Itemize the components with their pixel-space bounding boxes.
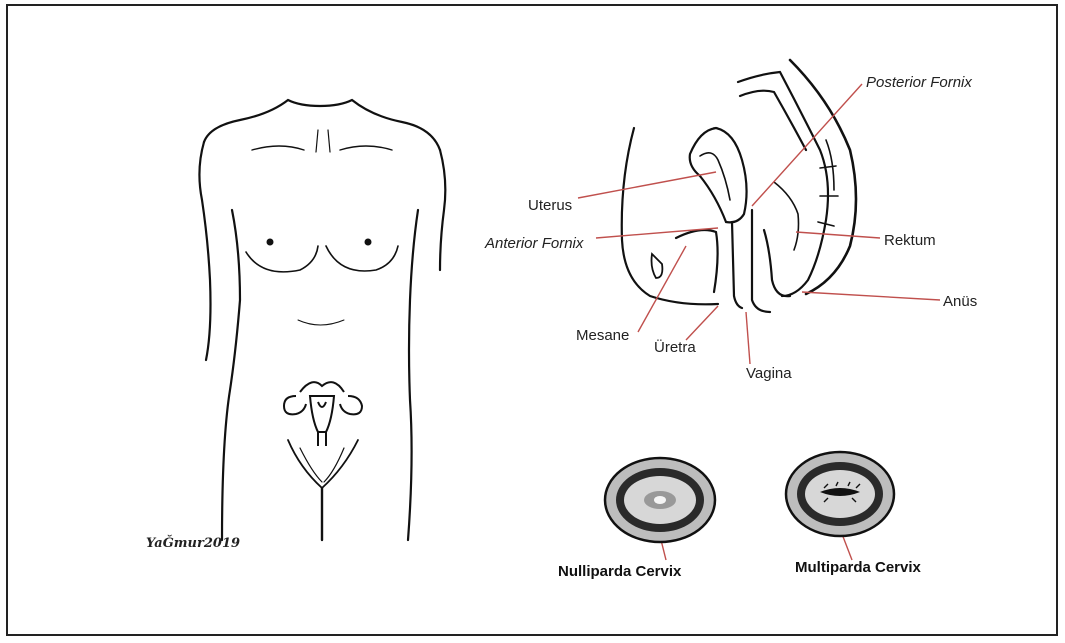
- label-nullipara-cervix: Nulliparda Cervix: [558, 564, 681, 579]
- torso-drawing: [199, 100, 445, 540]
- label-uretra: Üretra: [654, 340, 696, 355]
- label-posterior-fornix: Posterior Fornix: [866, 75, 972, 90]
- artist-signature: YaĞmur2019: [146, 536, 240, 551]
- label-multipara-cervix: Multiparda Cervix: [795, 560, 921, 575]
- uterus-icon: [284, 382, 362, 446]
- label-anterior-fornix: Anterior Fornix: [485, 236, 583, 251]
- label-rektum: Rektum: [884, 233, 936, 248]
- label-anus: Anüs: [943, 294, 977, 309]
- right-nipple: [365, 239, 372, 246]
- sagittal-section: [622, 60, 856, 312]
- label-uterus: Uterus: [528, 198, 572, 213]
- left-nipple: [267, 239, 274, 246]
- multiparous-cervix-drawing: [786, 452, 894, 536]
- label-mesane: Mesane: [576, 328, 629, 343]
- nulliparous-cervix-drawing: [605, 458, 715, 542]
- label-vagina: Vagina: [746, 366, 792, 381]
